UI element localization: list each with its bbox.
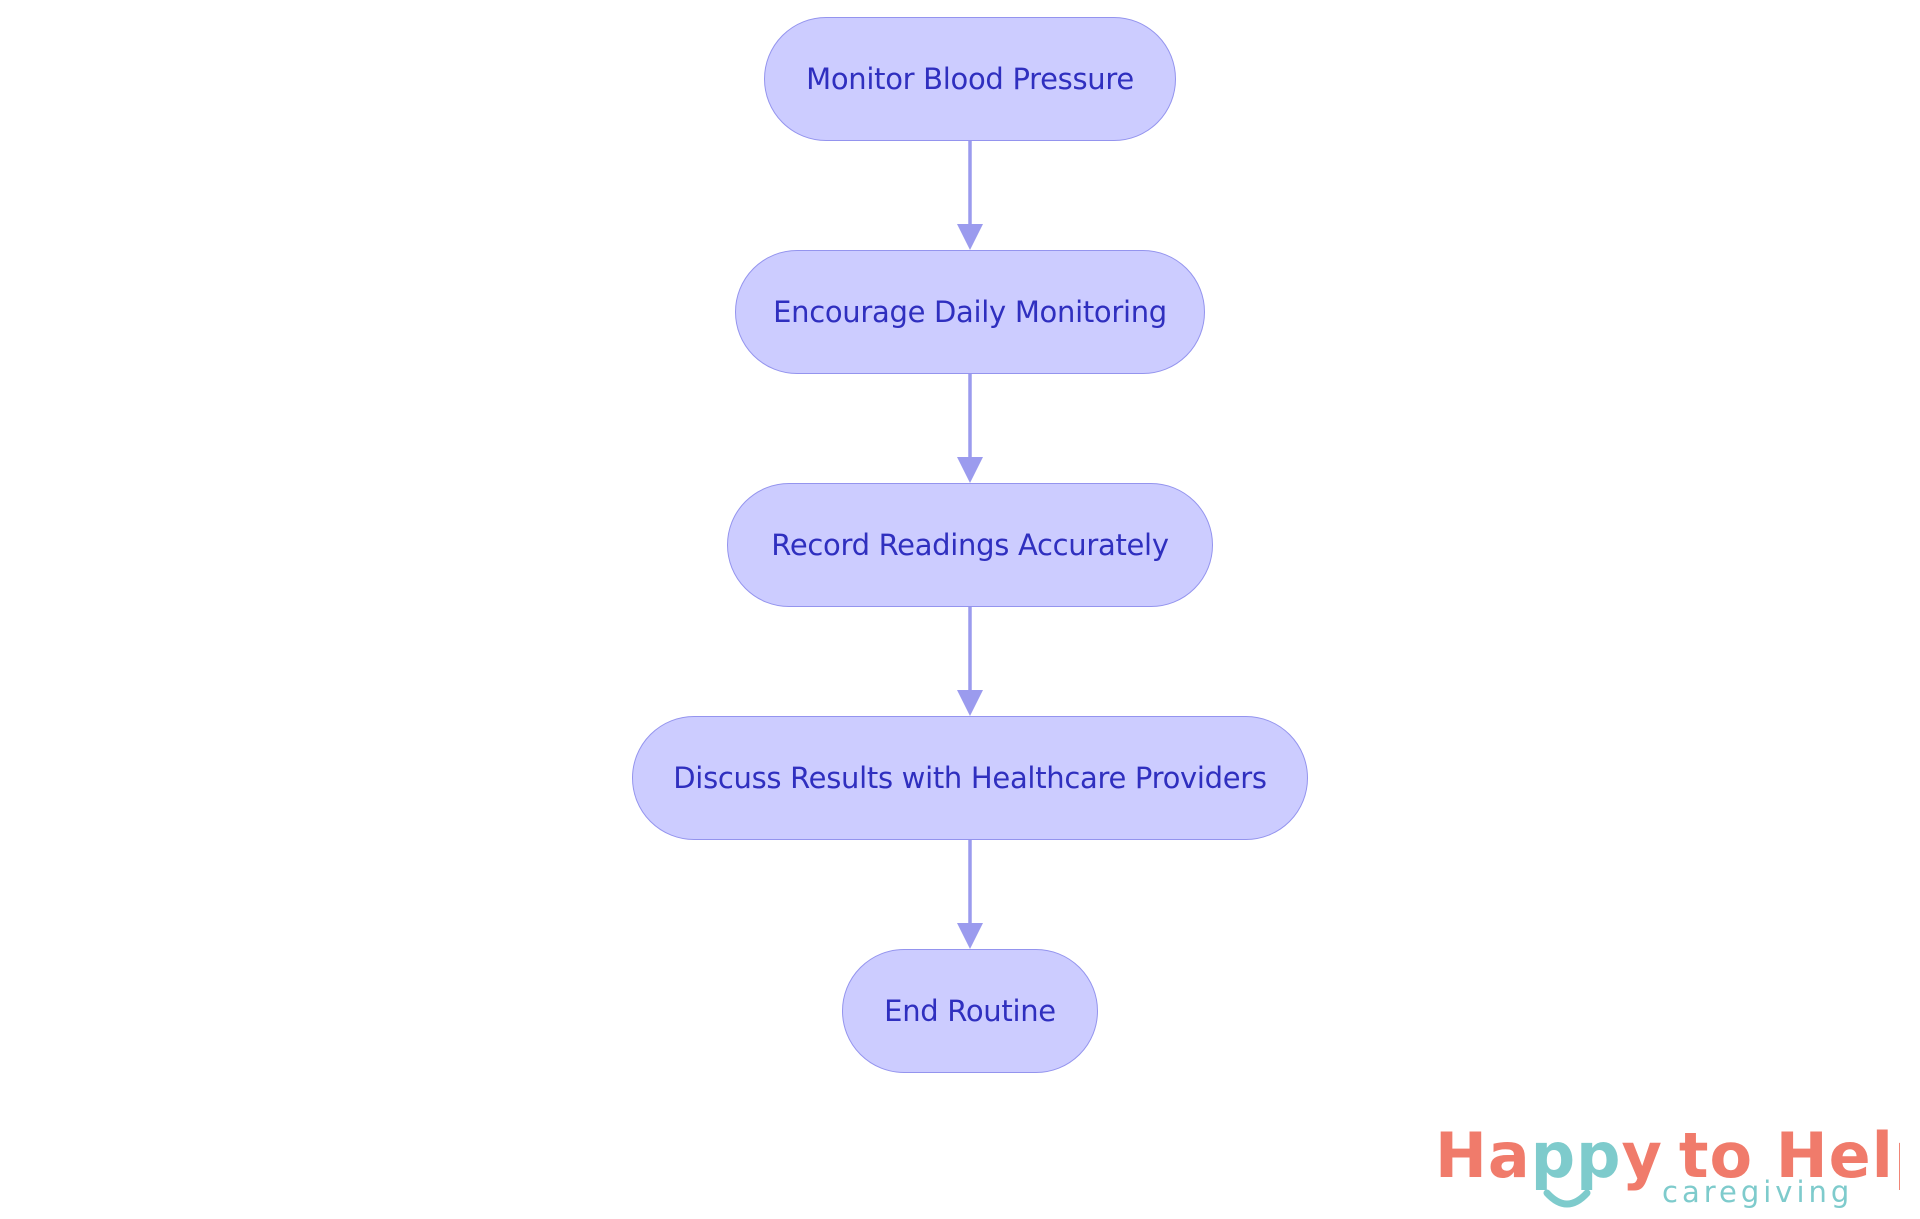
node-encourage-daily-monitoring: Encourage Daily Monitoring [735, 250, 1205, 374]
arrowhead-icon [957, 457, 983, 483]
node-label: Monitor Blood Pressure [806, 62, 1134, 96]
node-monitor-blood-pressure: Monitor Blood Pressure [764, 17, 1176, 141]
node-label: Record Readings Accurately [771, 528, 1169, 562]
arrowhead-icon [957, 923, 983, 949]
arrowhead-icon [957, 224, 983, 250]
node-end-routine: End Routine [842, 949, 1098, 1073]
node-label: Encourage Daily Monitoring [773, 295, 1167, 329]
edge-2 [957, 374, 983, 483]
smile-icon [1543, 1189, 1591, 1208]
edge-1 [957, 141, 983, 250]
node-label: Discuss Results with Healthcare Provider… [673, 761, 1267, 795]
node-record-readings-accurately: Record Readings Accurately [727, 483, 1213, 607]
node-discuss-results: Discuss Results with Healthcare Provider… [632, 716, 1308, 840]
edge-4 [957, 840, 983, 949]
svg-text:caregiving: caregiving [1662, 1175, 1853, 1209]
edge-3 [957, 607, 983, 716]
node-label: End Routine [884, 994, 1056, 1028]
arrowhead-icon [957, 690, 983, 716]
